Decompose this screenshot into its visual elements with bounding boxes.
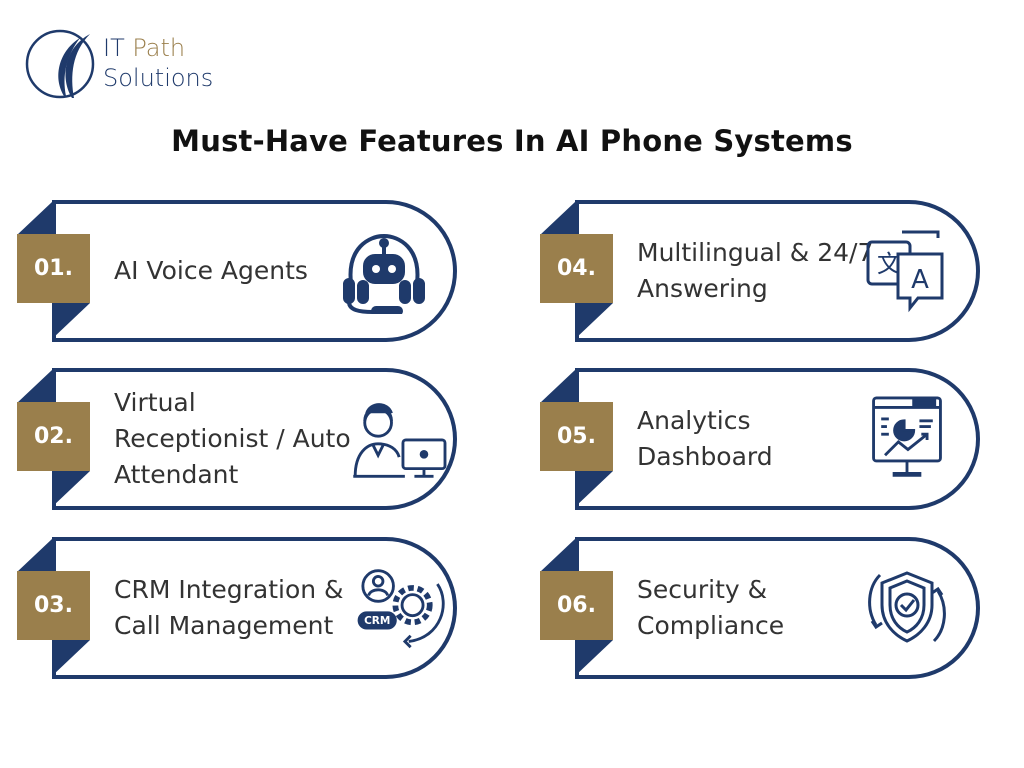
shield-check-icon — [868, 571, 946, 643]
feature-label: Analytics Dashboard — [637, 406, 773, 471]
svg-text:A: A — [911, 265, 929, 295]
corner-decoration — [17, 539, 52, 572]
corner-decoration — [52, 640, 90, 676]
corner-decoration — [540, 202, 575, 235]
logo-text: IT Path Solutions — [103, 33, 213, 93]
logo-path: Path — [132, 34, 186, 62]
feature-card-03: 03. CRM Integration & Call Management CR… — [17, 537, 457, 679]
page-title: Must-Have Features In AI Phone Systems — [171, 124, 853, 158]
feature-number: 02. — [17, 402, 90, 471]
svg-text:CRM: CRM — [364, 615, 390, 627]
feature-label: Security & Compliance — [637, 575, 785, 640]
logo-solutions: Solutions — [103, 64, 214, 92]
receptionist-computer-icon — [353, 403, 447, 478]
corner-decoration — [540, 539, 575, 572]
feature-number: 04. — [540, 234, 613, 303]
feature-label: CRM Integration & Call Management — [114, 575, 344, 640]
feature-number: 01. — [17, 234, 90, 303]
feature-label: AI Voice Agents — [114, 256, 308, 285]
feature-card-05: 05. Analytics Dashboard — [540, 368, 980, 510]
corner-decoration — [575, 640, 613, 676]
feature-label: Virtual Receptionist / Auto Attendant — [114, 388, 351, 489]
corner-decoration — [52, 471, 90, 507]
feature-card-02: 02. Virtual Receptionist / Auto Attendan… — [17, 368, 457, 510]
corner-decoration — [17, 370, 52, 403]
feature-card-04: 04. Multilingual & 24/7 Answering 文 A — [540, 200, 980, 342]
corner-decoration — [17, 202, 52, 235]
feature-label: Multilingual & 24/7 Answering — [637, 238, 874, 303]
corner-decoration — [52, 303, 90, 339]
feature-card-06: 06. Security & Compliance — [540, 537, 980, 679]
logo-it: IT — [103, 34, 125, 62]
corner-decoration — [575, 471, 613, 507]
feature-number: 03. — [17, 571, 90, 640]
corner-decoration — [575, 303, 613, 339]
feature-number: 05. — [540, 402, 613, 471]
feature-number: 06. — [540, 571, 613, 640]
crm-gear-icon: CRM — [357, 569, 445, 649]
analytics-monitor-icon — [872, 396, 942, 477]
logo-mark-icon — [25, 29, 95, 99]
corner-decoration — [540, 370, 575, 403]
feature-card-01: 01. AI Voice Agents — [17, 200, 457, 342]
translate-icon: 文 A — [866, 230, 944, 313]
robot-headset-icon — [343, 233, 425, 314]
